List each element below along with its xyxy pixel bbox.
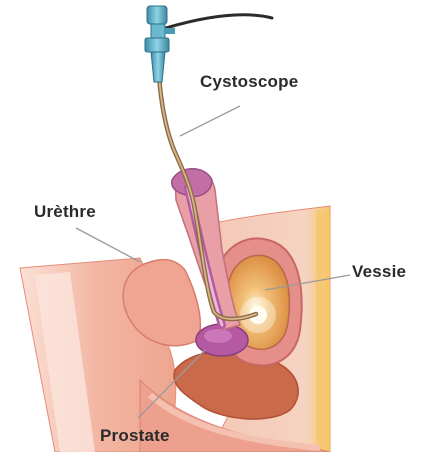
cystoscope-handle (145, 6, 175, 82)
abdomen-edge (316, 210, 330, 452)
urethre-leader (76, 228, 140, 262)
cystoscope-cable (166, 15, 272, 28)
label-vessie: Vessie (352, 262, 406, 282)
label-urethre: Urèthre (34, 202, 96, 222)
prostate-highlight (204, 329, 232, 343)
label-prostate: Prostate (100, 426, 170, 446)
cystoscope-leader (180, 106, 240, 136)
label-cystoscope: Cystoscope (200, 72, 298, 92)
